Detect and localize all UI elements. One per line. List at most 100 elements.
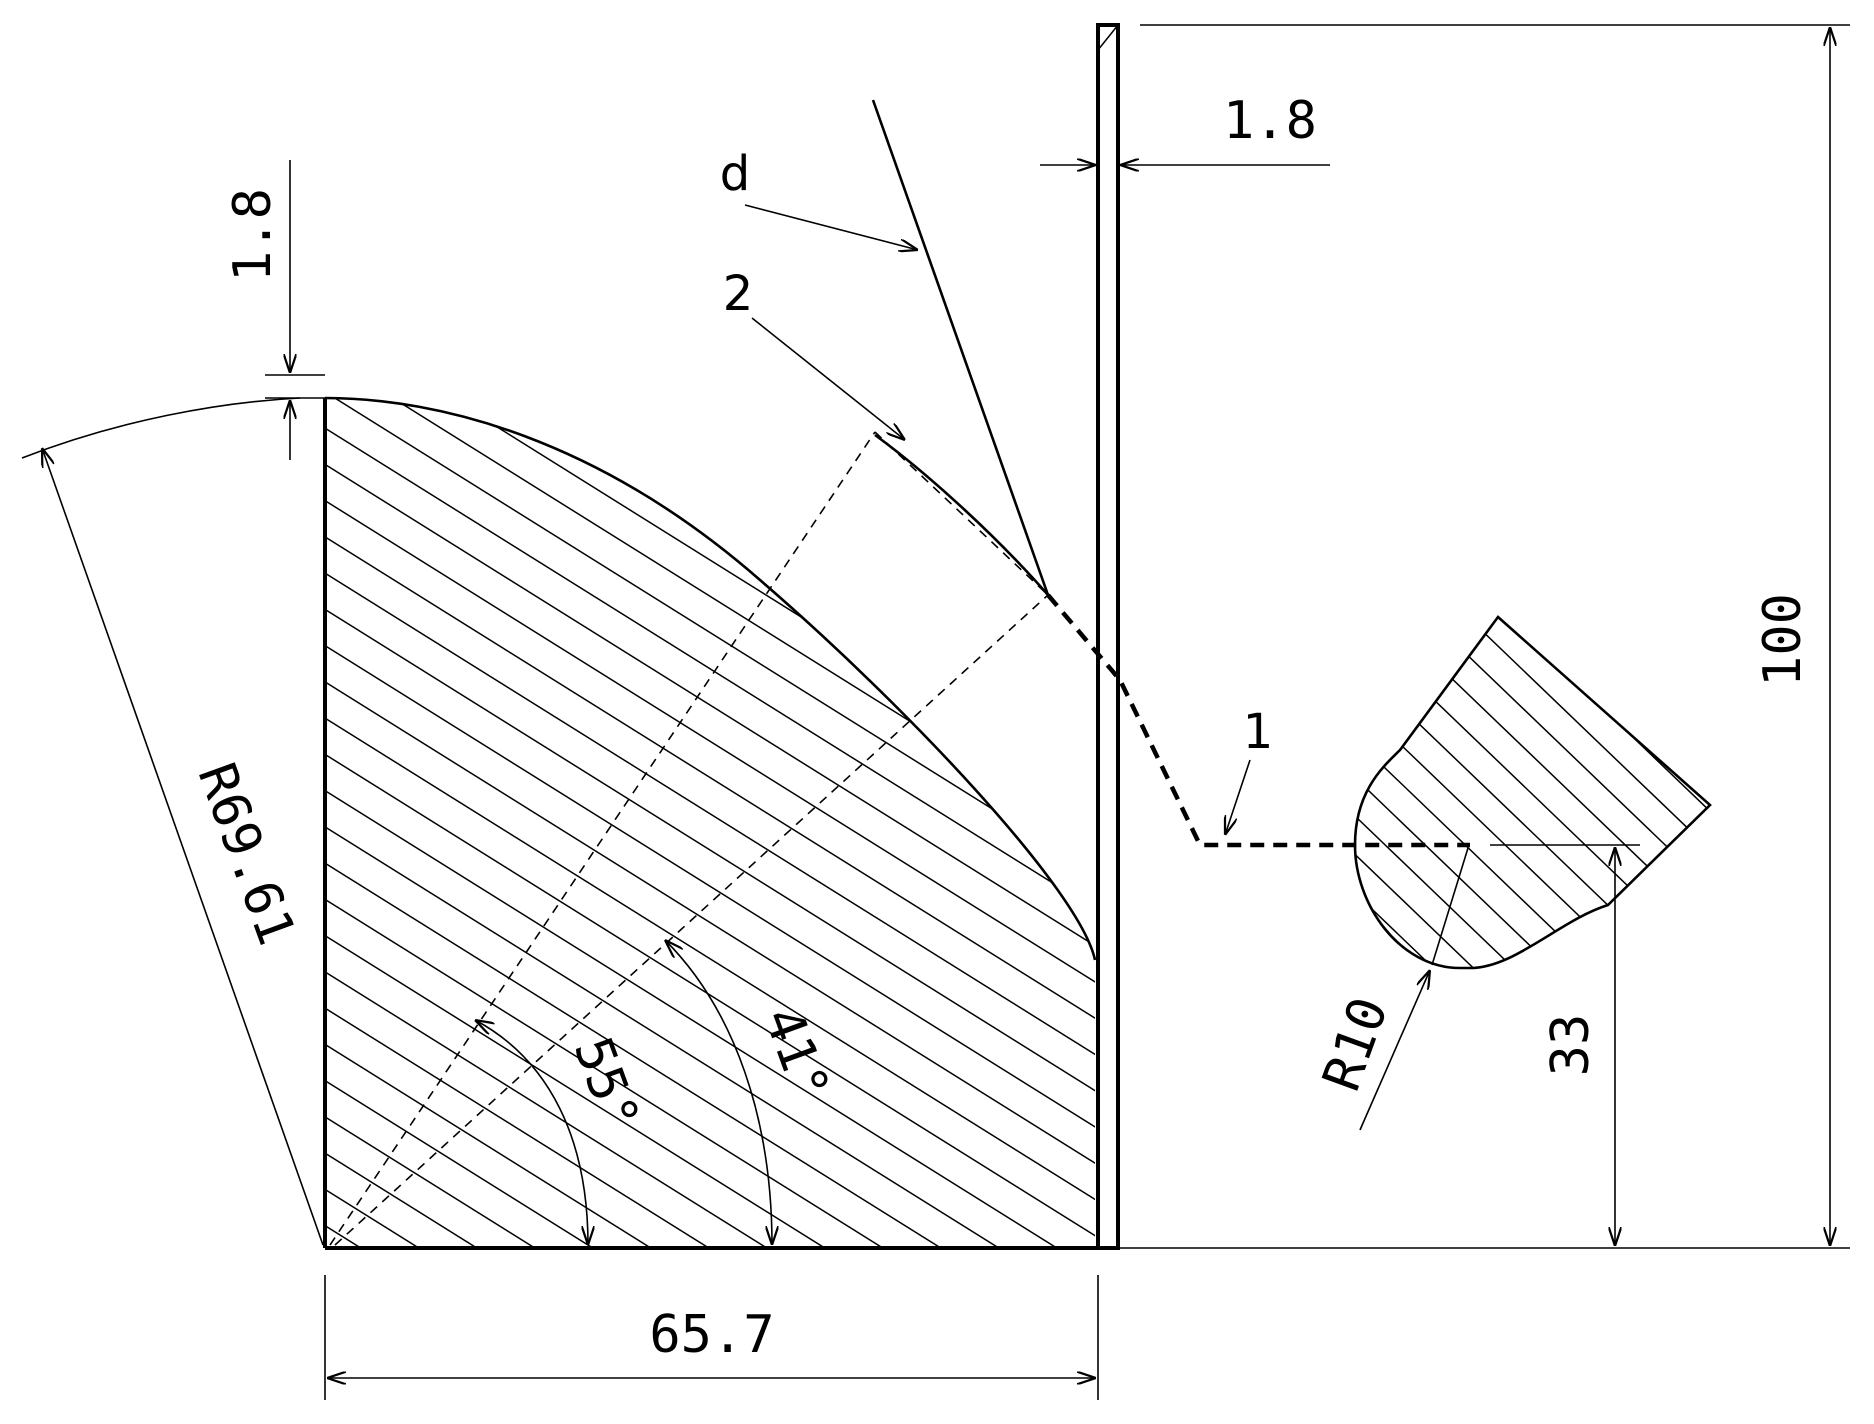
hatch-line xyxy=(1164,300,1874,1300)
label-1: 1 xyxy=(1225,704,1273,835)
hatch-line xyxy=(810,600,1310,1080)
hatch-line xyxy=(325,398,619,1248)
hatch-line xyxy=(474,0,514,50)
label-2-text: 2 xyxy=(723,266,754,322)
hatch-line xyxy=(812,0,852,50)
hatch-line xyxy=(864,0,904,50)
hatch-line xyxy=(708,0,748,50)
hatch-line xyxy=(1355,617,1551,968)
hatch-line xyxy=(630,0,670,50)
hatch-line xyxy=(325,398,1025,1248)
hatch-line xyxy=(325,398,1095,1248)
hatch-line xyxy=(760,0,800,50)
hatch-line xyxy=(422,0,462,50)
hatch-line xyxy=(1355,617,1671,968)
hatch-line xyxy=(325,398,1083,1248)
hatch-line xyxy=(1355,617,1710,968)
hatch-line xyxy=(325,398,1095,1248)
hatch-line xyxy=(240,0,280,50)
hatch-line xyxy=(757,398,1095,1248)
hatch-line xyxy=(968,0,1008,50)
hatch-line xyxy=(325,398,1095,1248)
hatch-line xyxy=(325,398,1095,1248)
hatch-line xyxy=(0,300,38,1300)
hatch-line xyxy=(1454,300,1874,1300)
hatch-line xyxy=(1852,0,1874,50)
hatch-line xyxy=(90,600,590,1080)
hatch-line xyxy=(916,0,956,50)
dim-65-7-label: 65.7 xyxy=(649,1305,774,1365)
hatch-line xyxy=(214,0,254,50)
dim-arc-radius: R69.61 xyxy=(21,397,324,1246)
hatch-line xyxy=(1489,617,1710,968)
hatch-line xyxy=(325,398,967,1248)
hatch-line xyxy=(1609,617,1710,968)
hatch-line xyxy=(325,398,1095,1248)
hatch-line xyxy=(467,398,1095,1248)
hatch-line xyxy=(58,0,98,50)
hatch-line xyxy=(1355,617,1631,968)
hatch-line xyxy=(410,600,910,1080)
vertical-plate xyxy=(0,0,1874,1250)
hatch-line xyxy=(370,0,410,50)
hatch-line xyxy=(1280,300,1874,1300)
hatch-line xyxy=(1628,300,1874,1300)
hatch-line xyxy=(266,0,306,50)
dim-tool-height: 33 xyxy=(1490,844,1640,1246)
dim-r10-label: R10 xyxy=(1312,990,1401,1099)
hatch-line xyxy=(526,0,566,50)
hatch-line xyxy=(734,0,774,50)
dim-100-label: 100 xyxy=(1753,593,1813,687)
hatch-line xyxy=(1046,0,1086,50)
hatch-line xyxy=(325,398,735,1248)
dim-33-label: 33 xyxy=(1541,1014,1601,1077)
hatch-line xyxy=(490,600,990,1080)
hatch-line xyxy=(0,300,154,1300)
hatch-line xyxy=(396,0,436,50)
hatch-line xyxy=(325,398,1095,1248)
hatch-line xyxy=(1512,300,1874,1300)
hatch-line xyxy=(815,398,1095,1248)
hatch-line xyxy=(325,398,1095,1248)
hatch-line xyxy=(325,398,1095,1248)
hatch-line xyxy=(162,0,202,50)
hatch-line xyxy=(1355,617,1511,968)
hatch-line xyxy=(351,398,1095,1248)
hatch-line xyxy=(989,398,1095,1248)
dim-angle-55: 55° xyxy=(475,1020,650,1245)
hatch-line xyxy=(110,0,150,50)
hatch-line xyxy=(325,398,909,1248)
hatch-line xyxy=(1098,25,1118,51)
label-2: 2 xyxy=(723,266,905,440)
hatch-line xyxy=(656,0,696,50)
hatch-line xyxy=(552,0,592,50)
label-1-text: 1 xyxy=(1243,704,1274,760)
hatch-line xyxy=(1020,0,1060,50)
hatch-line xyxy=(570,600,1070,1080)
hatch-line xyxy=(32,0,72,50)
hatch-line xyxy=(1396,300,1874,1300)
hatch-line xyxy=(0,300,96,1300)
dim-vertical-offset: 1.8 xyxy=(223,160,325,460)
hatch-line xyxy=(292,0,332,50)
hatch-line xyxy=(604,0,644,50)
dim-1-8-left-label: 1.8 xyxy=(223,188,283,282)
hatch-line xyxy=(325,398,1095,1248)
path-1 xyxy=(1046,593,1470,848)
hatch-line xyxy=(0,300,212,1300)
hatch-line xyxy=(325,398,1095,1248)
hatch-line xyxy=(136,0,176,50)
dim-total-height: 100 xyxy=(1120,24,1850,1249)
line-d xyxy=(871,99,1050,596)
dim-plate-thickness: 1.8 xyxy=(1040,91,1330,165)
hatch-line xyxy=(1222,300,1874,1300)
hatch-line xyxy=(130,600,630,1080)
hatch-line xyxy=(0,0,20,50)
dim-tool-radius: R10 xyxy=(1312,847,1469,1131)
hatch-line xyxy=(344,0,384,50)
hatch-line xyxy=(318,0,358,50)
hatch-line xyxy=(1355,617,1471,968)
hatch-line xyxy=(450,600,950,1080)
hatch-line xyxy=(188,0,228,50)
